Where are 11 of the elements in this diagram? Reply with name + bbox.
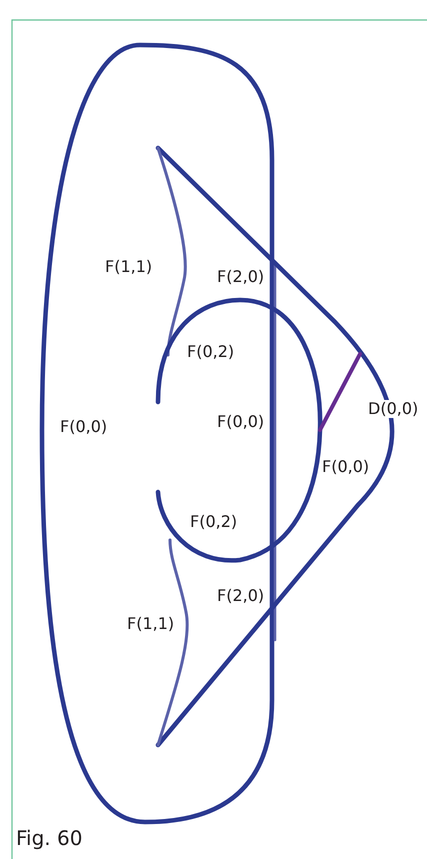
region-label: F(1,1) — [127, 615, 174, 633]
figure-caption: Fig. 60 — [16, 826, 82, 850]
region-label: F(1,1) — [105, 258, 152, 276]
region-label: F(0,2) — [190, 513, 238, 531]
region-label: F(0,0) — [322, 458, 370, 476]
region-label: D(0,0) — [368, 400, 418, 418]
region-label: F(2,0) — [217, 268, 264, 286]
region-label: F(0,0) — [60, 418, 108, 436]
region-label: F(0,0) — [217, 413, 264, 431]
region-label: F(0,2) — [187, 343, 234, 361]
region-label: F(2,0) — [217, 587, 264, 605]
